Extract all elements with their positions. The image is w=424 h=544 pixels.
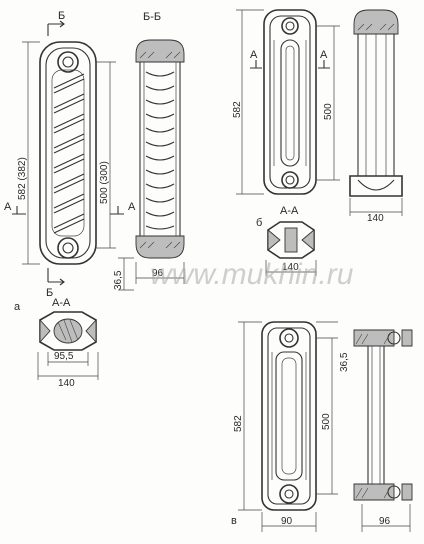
fig-a-dim-aa-outer: 140 <box>58 378 75 389</box>
fig-a-section-aa-label: А-А <box>52 297 71 309</box>
fig-a-section-aa: А-А 95,5 140 <box>37 297 99 389</box>
fig-a-letter: а <box>14 301 21 313</box>
fig-a-section-bb-label: Б-Б <box>143 11 161 23</box>
fig-a-dim-center-height: 500 (300) <box>99 161 110 204</box>
fig-a-cut-mark-a-left: А <box>4 201 12 213</box>
fig-v-dim-total-height: 582 <box>233 415 244 432</box>
fig-v-letter: в <box>231 515 237 527</box>
fig-a-cut-mark-b-bottom: Б <box>46 287 53 299</box>
fig-b-dim-center-height: 500 <box>323 103 334 120</box>
fig-a-dim-total-height: 582 (382) <box>17 157 28 200</box>
fig-b-front-view: А А 582 500 <box>232 9 340 195</box>
fig-a-dim-aa-inner: 95,5 <box>54 351 74 362</box>
fig-a-dim-side-width: 96 <box>152 268 164 279</box>
fig-a-cut-mark-a-right: А <box>128 201 136 213</box>
fig-v-dim-center-height: 500 <box>321 413 332 430</box>
fig-v-side-section: 96 <box>353 329 413 532</box>
fig-b-dim-total-height: 582 <box>232 101 243 118</box>
fig-v-front-view: 582 500 36,5 90 <box>233 321 350 532</box>
fig-a-cut-mark-b-top: Б <box>58 10 65 22</box>
fig-a-front-view: Б Б А А 582 (382) 500 (300) <box>4 10 136 299</box>
fig-b-side-view: 140 <box>349 9 403 224</box>
fig-b-section-aa: А-А 140 <box>265 205 317 276</box>
fig-b-dim-aa-width: 140 <box>282 262 299 273</box>
fig-v-dim-front-width: 90 <box>281 516 293 527</box>
fig-b-dim-side-width: 140 <box>367 213 384 224</box>
watermark: www.mukhin.ru <box>150 258 354 291</box>
fig-v-dim-top-height: 36,5 <box>339 352 350 372</box>
fig-a-section-bb: Б-Б 36,5 96 <box>113 11 185 291</box>
fig-a-dim-bottom-height: 36,5 <box>113 270 124 290</box>
fig-b-letter: б <box>256 217 262 229</box>
fig-b-cut-mark-a-left: А <box>250 49 258 61</box>
fig-b-cut-mark-a-right: А <box>320 49 328 61</box>
fig-v-dim-side-width: 96 <box>379 516 391 527</box>
fig-b-section-aa-label: А-А <box>280 205 299 217</box>
